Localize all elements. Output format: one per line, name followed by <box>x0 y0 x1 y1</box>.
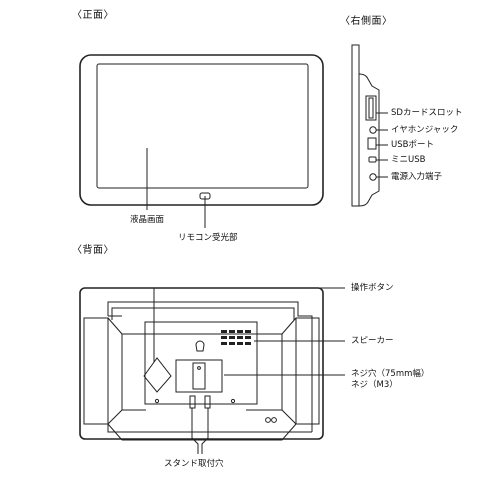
sd-slot-inner <box>368 97 374 119</box>
earphone-jack-label: イヤホンジャック <box>391 125 459 135</box>
back-view-title: 〈背面〉 <box>72 245 114 256</box>
screw-plate <box>175 359 223 393</box>
lcd-label: 液晶画面 <box>130 215 165 225</box>
mini-usb-shape <box>368 156 377 163</box>
speaker-grille <box>221 330 251 345</box>
left-flap <box>83 317 109 425</box>
speaker-label: スピーカー <box>351 336 394 346</box>
back-inner-outline-top <box>107 301 313 432</box>
operation-buttons-label: 操作ボタン <box>351 283 394 293</box>
screw-size-label: ネジ（M3） <box>351 380 398 390</box>
stand-hole-right <box>204 395 211 409</box>
back-view <box>79 287 345 454</box>
remote-receiver-label: リモコン受光部 <box>178 233 238 243</box>
stand-hole-leader-right <box>201 408 209 454</box>
right-flap <box>295 317 320 425</box>
power-input-shape <box>369 173 377 181</box>
stand-hole-leader-left <box>191 408 199 454</box>
usb-port-label: USBポート <box>391 140 434 150</box>
front-frame <box>79 54 324 206</box>
screw-hole-label: ネジ穴（75mm幅） <box>351 369 430 379</box>
front-view <box>79 54 324 228</box>
power-input-label: 電源入力端子 <box>391 172 443 182</box>
sd-slot-label: SDカードスロット <box>391 108 463 118</box>
front-view-title: 〈正面〉 <box>72 10 114 21</box>
keyhole-hanger <box>195 340 205 352</box>
mini-usb-label: ミニUSB <box>391 155 426 165</box>
stand-holes-label: スタンド取付穴 <box>164 459 224 469</box>
earphone-jack-shape <box>369 126 377 134</box>
center-mount-panel <box>144 321 258 405</box>
stand-hole-left <box>189 395 196 409</box>
lcd-screen <box>96 63 309 189</box>
side-front-panel <box>351 44 360 207</box>
right-side-view <box>351 44 388 207</box>
right-side-view-title: 〈右側面〉 <box>340 16 393 27</box>
sd-slot-shape <box>365 95 377 121</box>
side-back-shell <box>358 73 380 207</box>
operation-buttons-shape <box>143 357 172 393</box>
usb-port-shape <box>367 137 377 150</box>
